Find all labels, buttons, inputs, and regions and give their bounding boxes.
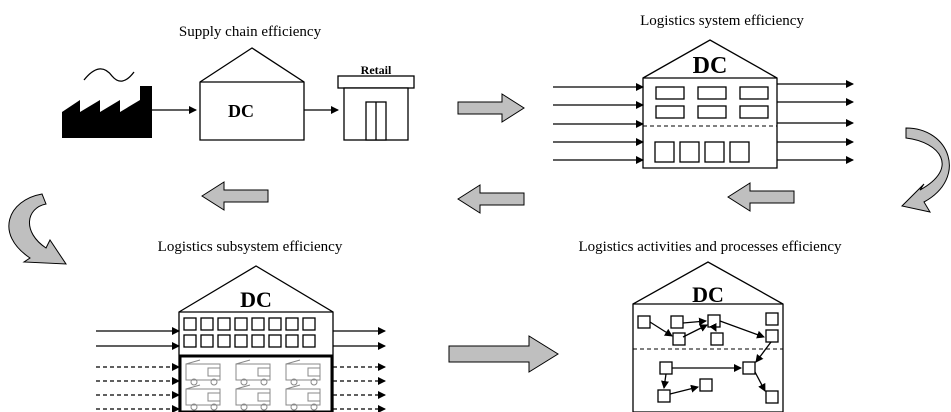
process-flow-arrows xyxy=(649,317,772,395)
grey-block-arrow-left xyxy=(201,181,269,211)
logistics-subsystem-panel: Logistics subsystem efficiency DC xyxy=(96,239,386,412)
forklift-icon xyxy=(185,359,321,411)
retail-label: Retail xyxy=(361,63,392,77)
inbound-flow-arrows xyxy=(96,327,180,412)
factory-icon xyxy=(62,68,152,138)
dc-label: DC xyxy=(240,287,272,312)
store-icon xyxy=(337,75,415,141)
grey-block-arrow-right xyxy=(457,93,525,123)
grey-block-arrow-left xyxy=(727,182,795,212)
process-nodes xyxy=(637,312,779,404)
grey-block-arrow-right xyxy=(448,335,559,373)
grey-curved-arrow-right xyxy=(900,127,950,213)
dc-label: DC xyxy=(228,101,254,121)
storage-racks xyxy=(655,86,769,119)
inbound-flow-arrows xyxy=(553,83,644,164)
activities-processes-title: Logistics activities and processes effic… xyxy=(579,239,842,255)
warehouse-icon xyxy=(199,47,305,141)
activities-processes-panel: Logistics activities and processes effic… xyxy=(579,239,842,412)
dc-label: DC xyxy=(693,53,728,79)
grey-curved-arrow-left xyxy=(8,193,67,265)
supply-chain-title: Supply chain efficiency xyxy=(179,24,322,40)
outbound-flow-arrows xyxy=(777,80,854,164)
supply-chain-panel: Supply chain efficiency DC Retail xyxy=(62,24,415,141)
dc-label: DC xyxy=(692,282,724,307)
storage-racks xyxy=(183,317,316,348)
outbound-flow-arrows xyxy=(333,327,386,412)
grey-block-arrow-left xyxy=(457,184,525,214)
logistics-system-title: Logistics system efficiency xyxy=(640,13,804,29)
dock-doors xyxy=(654,141,750,163)
logistics-system-panel: Logistics system efficiency DC xyxy=(553,13,854,169)
logistics-subsystem-title: Logistics subsystem efficiency xyxy=(158,239,343,255)
